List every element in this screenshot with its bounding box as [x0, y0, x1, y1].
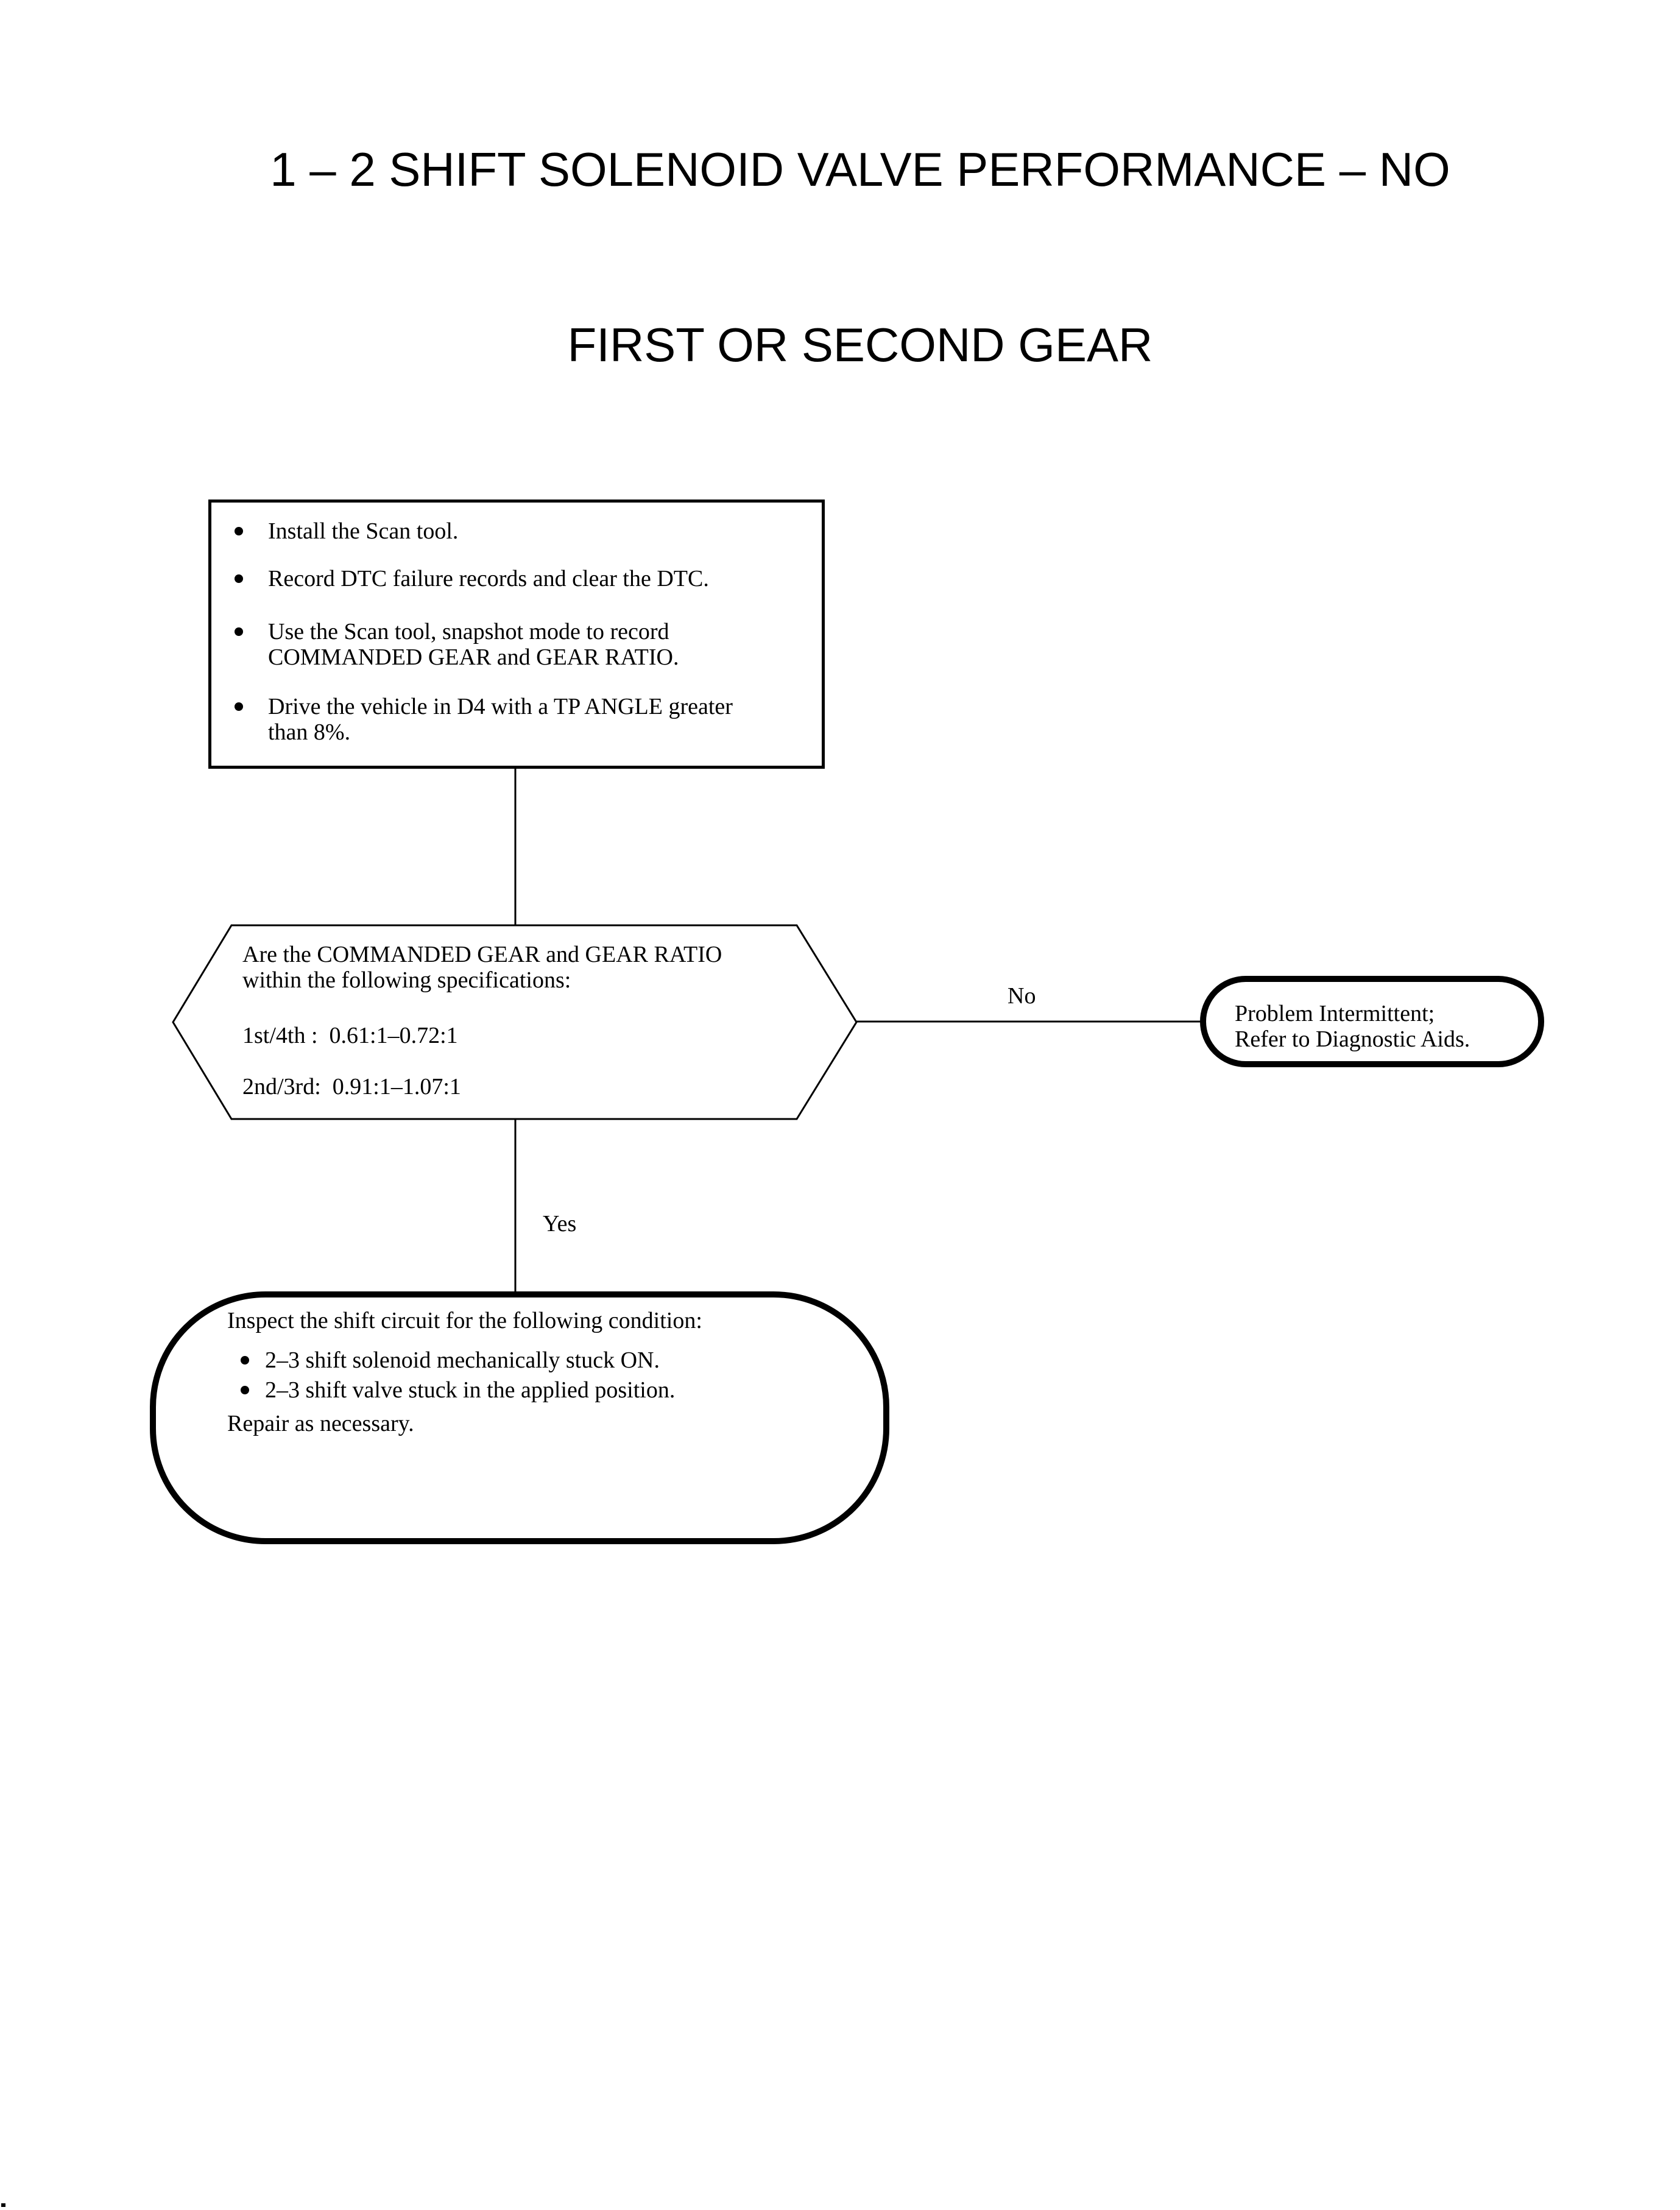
bullet-icon [241, 1386, 249, 1394]
setup-bullet-item: Install the Scan tool. [235, 518, 458, 544]
page-title: 1 – 2 SHIFT SOLENOID VALVE PERFORMANCE –… [40, 23, 1680, 491]
problem-intermittent-text: Problem Intermittent; Refer to Diagnosti… [1235, 1001, 1470, 1052]
scan-artifact-mark [1, 2203, 5, 2207]
no-branch-label: No [1008, 983, 1036, 1009]
setup-bullet-item: Record DTC failure records and clear the… [235, 566, 709, 591]
page-title-line1: 1 – 2 SHIFT SOLENOID VALVE PERFORMANCE –… [270, 143, 1450, 196]
inspect-outro-text: Repair as necessary. [227, 1411, 414, 1436]
decision-hexagon-shape [172, 924, 858, 1120]
setup-bullet-text: Use the Scan tool, snapshot mode to reco… [268, 619, 679, 670]
inspect-bullet-item: 2–3 shift solenoid mechanically stuck ON… [241, 1347, 660, 1373]
setup-step-box: Install the Scan tool. Record DTC failur… [208, 500, 825, 769]
bullet-icon [235, 702, 243, 711]
decision-spec-2nd-3rd: 2nd/3rd: 0.91:1–1.07:1 [242, 1074, 461, 1100]
setup-bullet-text: Drive the vehicle in D4 with a TP ANGLE … [268, 694, 733, 745]
problem-intermittent-node: Problem Intermittent; Refer to Diagnosti… [1200, 976, 1544, 1067]
setup-bullet-text: Record DTC failure records and clear the… [268, 566, 709, 591]
setup-bullet-item: Drive the vehicle in D4 with a TP ANGLE … [235, 694, 733, 745]
page-title-line2: FIRST OR SECOND GEAR [567, 318, 1153, 372]
inspect-intro-text: Inspect the shift circuit for the follow… [227, 1308, 702, 1333]
yes-branch-label: Yes [543, 1211, 577, 1237]
inspect-shift-circuit-node: Inspect the shift circuit for the follow… [150, 1291, 889, 1544]
decision-question: Are the COMMANDED GEAR and GEAR RATIO wi… [242, 942, 722, 993]
setup-bullet-text: Install the Scan tool. [268, 518, 459, 544]
bullet-icon [235, 574, 243, 583]
inspect-bullet-text: 2–3 shift solenoid mechanically stuck ON… [265, 1347, 660, 1373]
bullet-icon [235, 627, 243, 636]
setup-bullet-item: Use the Scan tool, snapshot mode to reco… [235, 619, 679, 670]
bullet-icon [235, 527, 243, 535]
bullet-icon [241, 1356, 249, 1364]
decision-spec-1st-4th: 1st/4th : 0.61:1–0.72:1 [242, 1023, 458, 1048]
inspect-bullet-item: 2–3 shift valve stuck in the applied pos… [241, 1377, 675, 1403]
inspect-bullet-text: 2–3 shift valve stuck in the applied pos… [265, 1377, 676, 1403]
